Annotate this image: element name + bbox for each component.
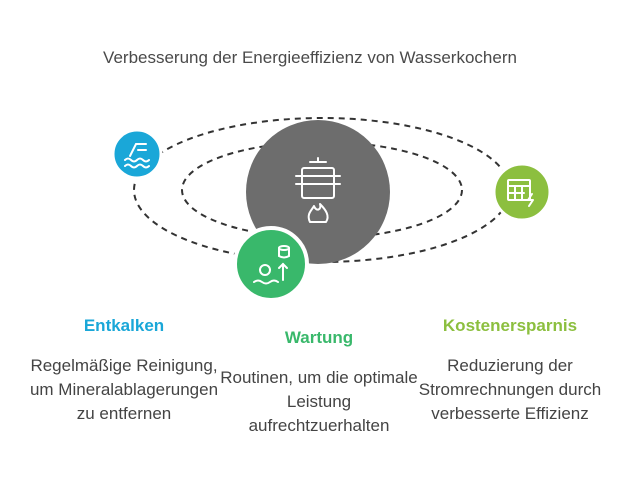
descaling-icon	[124, 143, 150, 169]
wartung-text: Wartung Routinen, um die optimale Leistu…	[219, 328, 419, 438]
entkalken-heading: Entkalken	[83, 316, 165, 335]
energy-bill-icon	[507, 179, 534, 207]
kosten-node	[492, 162, 552, 222]
wartung-heading: Wartung	[284, 328, 354, 347]
kettle-on-flame-icon	[295, 157, 341, 223]
diagram-title: Verbesserung der Energieeffizienz von Wa…	[103, 48, 517, 67]
entkalken-node	[111, 128, 163, 180]
kosten-description: Reduzierung der Stromrechnungen durch ve…	[418, 356, 602, 423]
wartung-node	[233, 226, 309, 302]
kosten-heading: Kostenersparnis	[442, 316, 578, 335]
wartung-description: Routinen, um die optimale Leistung aufre…	[220, 368, 418, 435]
entkalken-description: Regelmäßige Reinigung, um Mineralablager…	[29, 356, 219, 423]
kosten-text: Kostenersparnis Reduzierung der Stromrec…	[410, 316, 610, 426]
entkalken-text: Entkalken Regelmäßige Reinigung, um Mine…	[24, 316, 224, 426]
maintenance-icon	[253, 245, 290, 285]
